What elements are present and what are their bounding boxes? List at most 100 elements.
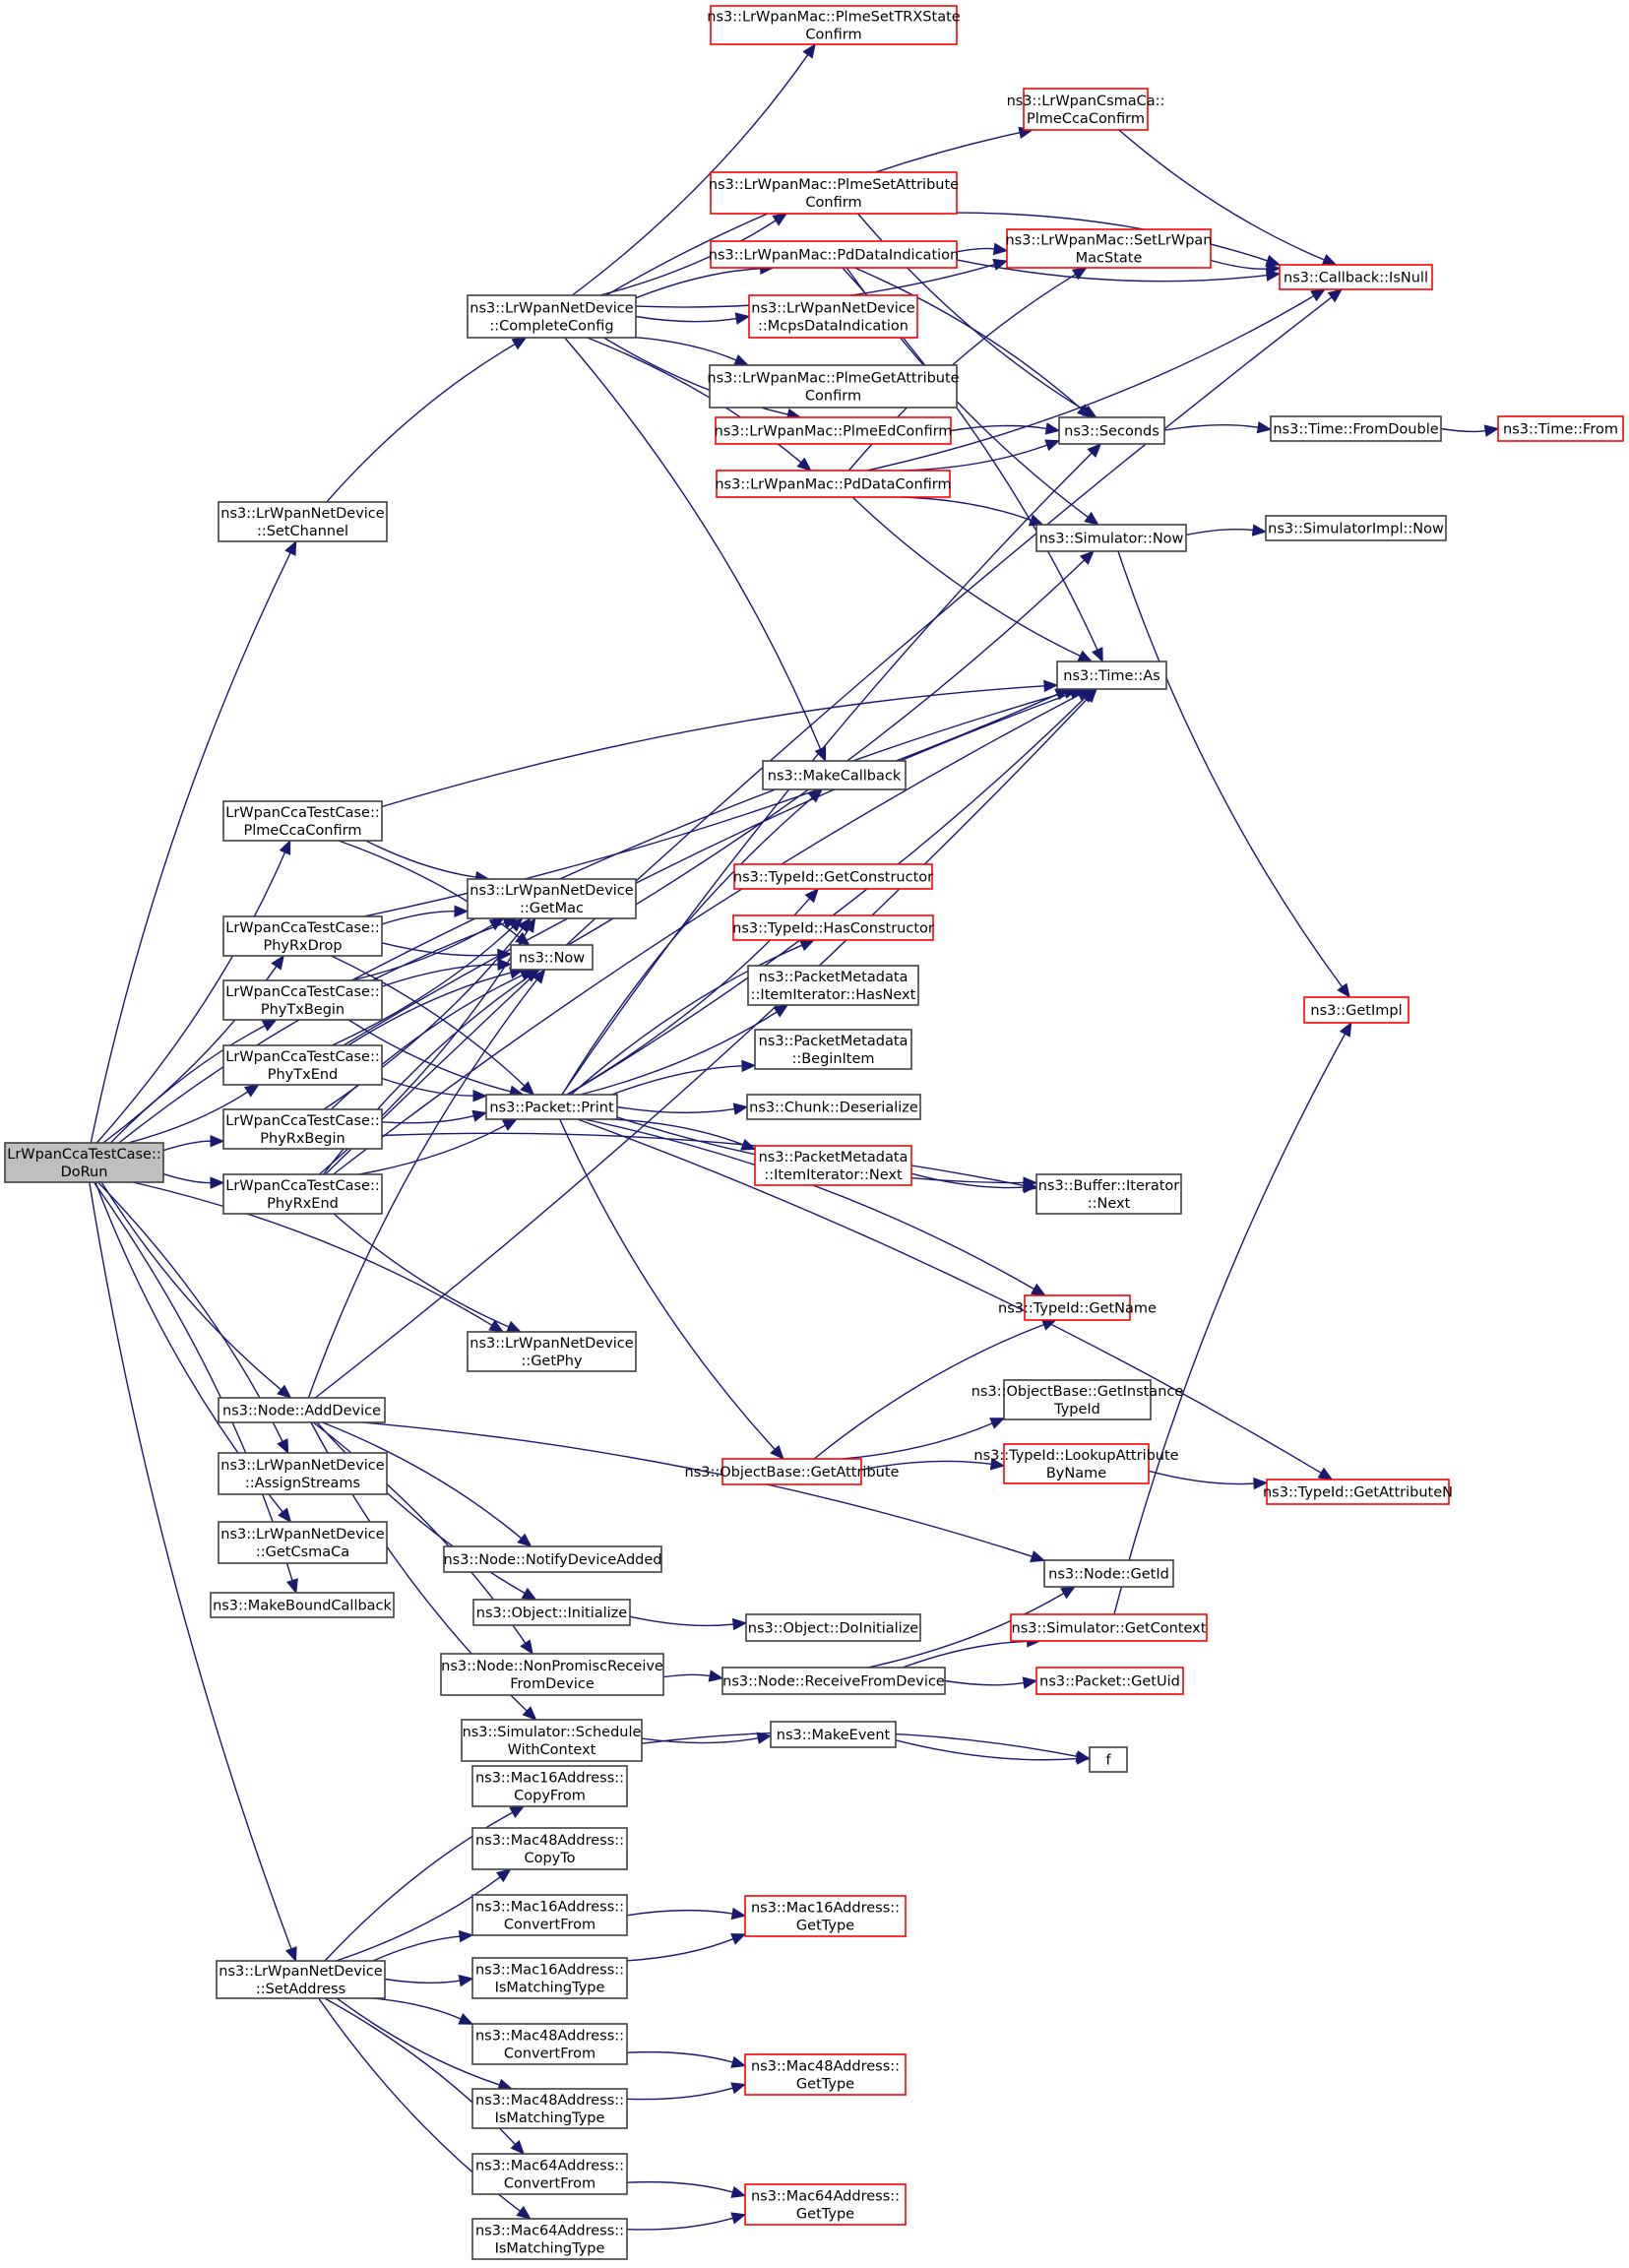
node-box[interactable]	[710, 171, 958, 215]
node-getimpl[interactable]: ns3::GetImpl	[1303, 996, 1410, 1024]
node-getattributen[interactable]: ns3::TypeId::GetAttributeN	[1263, 1479, 1453, 1505]
node-box[interactable]	[467, 878, 637, 919]
node-box[interactable]	[218, 1397, 386, 1423]
node-box[interactable]	[1035, 1173, 1182, 1215]
node-notifydevice[interactable]: ns3::Node::NotifyDeviceAdded	[443, 1545, 662, 1573]
node-box[interactable]	[710, 5, 958, 45]
node-box[interactable]	[1003, 1443, 1150, 1484]
node-box[interactable]	[4, 1142, 164, 1183]
node-box[interactable]	[471, 1894, 628, 1936]
node-box[interactable]	[472, 1599, 631, 1626]
node-completeconfig[interactable]: ns3::LrWpanNetDevice::CompleteConfig	[467, 294, 637, 339]
node-assignstreams[interactable]: ns3::LrWpanNetDevice::AssignStreams	[218, 1452, 388, 1495]
node-box[interactable]	[770, 1721, 897, 1748]
node-box[interactable]	[471, 2088, 628, 2129]
node-box[interactable]	[747, 965, 919, 1006]
node-box[interactable]	[1265, 515, 1447, 541]
node-beginitem[interactable]: ns3::PacketMetadata::BeginItem	[754, 1029, 912, 1070]
node-box[interactable]	[1035, 524, 1187, 552]
node-box[interactable]	[443, 1545, 662, 1573]
node-doinit[interactable]: ns3::Object::DoInitialize	[745, 1613, 921, 1642]
node-box[interactable]	[1266, 1479, 1450, 1505]
node-hasnext[interactable]: ns3::PacketMetadata::ItemIterator::HasNe…	[747, 965, 919, 1006]
node-getname[interactable]: ns3::TypeId::GetName	[998, 1294, 1157, 1321]
node-box[interactable]	[467, 1331, 637, 1372]
node-m48match[interactable]: ns3::Mac48Address::IsMatchingType	[471, 2088, 628, 2129]
node-box[interactable]	[745, 1613, 921, 1642]
node-box[interactable]	[471, 1827, 628, 1870]
node-tc_phytxbegin[interactable]: LrWpanCcaTestCase::PhyTxBegin	[222, 979, 383, 1021]
node-box[interactable]	[746, 1094, 921, 1120]
node-box[interactable]	[218, 1452, 388, 1495]
node-box[interactable]	[715, 416, 952, 445]
node-box[interactable]	[222, 1173, 383, 1215]
node-tc_plmecca[interactable]: LrWpanCcaTestCase::PlmeCcaConfirm	[222, 800, 383, 842]
node-tc_phyrxend[interactable]: LrWpanCcaTestCase::PhyRxEnd	[222, 1173, 383, 1215]
node-m16gettype[interactable]: ns3::Mac16Address::GetType	[744, 1895, 907, 1937]
node-getcontext[interactable]: ns3::Simulator::GetContext	[1010, 1613, 1208, 1642]
node-getattribute[interactable]: ns3::ObjectBase::GetAttribute	[685, 1458, 900, 1485]
node-box[interactable]	[471, 2218, 628, 2260]
node-box[interactable]	[1006, 228, 1212, 269]
node-box[interactable]	[1270, 415, 1442, 442]
node-box[interactable]	[1056, 661, 1167, 690]
node-box[interactable]	[440, 1653, 664, 1696]
node-pddataconfirm[interactable]: ns3::LrWpanMac::PdDataConfirm	[715, 470, 952, 498]
node-box[interactable]	[733, 863, 933, 890]
node-box[interactable]	[762, 760, 907, 790]
node-box[interactable]	[485, 1094, 618, 1120]
node-box[interactable]	[721, 1458, 862, 1485]
node-itemnext[interactable]: ns3::PacketMetadata::ItemIterator::Next	[754, 1145, 912, 1186]
node-box[interactable]	[710, 240, 958, 269]
node-box[interactable]	[222, 800, 383, 842]
node-dorun[interactable]: LrWpanCcaTestCase::DoRun	[4, 1142, 164, 1183]
node-isnull[interactable]: ns3::Callback::IsNull	[1279, 264, 1433, 290]
node-m16match[interactable]: ns3::Mac16Address::IsMatchingType	[471, 1957, 628, 1999]
node-box[interactable]	[1279, 264, 1433, 290]
node-m48convert[interactable]: ns3::Mac48Address::ConvertFrom	[471, 2023, 628, 2065]
node-box[interactable]	[1003, 1379, 1152, 1420]
node-timefrom[interactable]: ns3::Time::From	[1497, 415, 1624, 442]
node-tc_phyrxbegin[interactable]: LrWpanCcaTestCase::PhyRxBegin	[222, 1108, 383, 1150]
node-box[interactable]	[471, 2153, 628, 2195]
node-makecallback[interactable]: ns3::MakeCallback	[762, 760, 907, 790]
node-box[interactable]	[732, 914, 934, 941]
node-box[interactable]	[744, 2053, 907, 2096]
node-timeas[interactable]: ns3::Time::As	[1056, 661, 1167, 690]
node-getmac[interactable]: ns3::LrWpanNetDevice::GetMac	[467, 878, 637, 919]
node-box[interactable]	[471, 1957, 628, 1999]
node-m64gettype[interactable]: ns3::Mac64Address::GetType	[744, 2183, 907, 2226]
node-box[interactable]	[748, 294, 918, 339]
node-box[interactable]	[1035, 1667, 1184, 1695]
node-recvfromdev[interactable]: ns3::Node::ReceiveFromDevice	[721, 1667, 946, 1695]
node-box[interactable]	[1010, 1613, 1208, 1642]
node-box[interactable]	[461, 1719, 643, 1762]
node-f[interactable]: f	[1089, 1746, 1128, 1773]
node-box[interactable]	[754, 1029, 912, 1070]
node-box[interactable]	[218, 501, 388, 542]
node-box[interactable]	[1023, 88, 1149, 131]
node-csmaccaconfirm[interactable]: ns3::LrWpanCsmaCa::PlmeCcaConfirm	[1007, 88, 1165, 131]
node-mcpsdataind[interactable]: ns3::LrWpanNetDevice::McpsDataIndication	[748, 294, 918, 339]
node-box[interactable]	[1497, 415, 1624, 442]
node-m48copyto[interactable]: ns3::Mac48Address::CopyTo	[471, 1827, 628, 1870]
node-box[interactable]	[218, 1521, 388, 1564]
node-getphy[interactable]: ns3::LrWpanNetDevice::GetPhy	[467, 1331, 637, 1372]
node-box[interactable]	[744, 1895, 907, 1937]
node-deserialize[interactable]: ns3::Chunk::Deserialize	[746, 1094, 921, 1120]
node-makeboundcb[interactable]: ns3::MakeBoundCallback	[210, 1592, 395, 1618]
node-tc_phytxend[interactable]: LrWpanCcaTestCase::PhyTxEnd	[222, 1044, 383, 1086]
node-box[interactable]	[471, 2023, 628, 2065]
node-tc_phyrxdrop[interactable]: LrWpanCcaTestCase::PhyRxDrop	[222, 915, 383, 957]
node-box[interactable]	[210, 1592, 395, 1618]
node-getcsmaca[interactable]: ns3::LrWpanNetDevice::GetCsmaCa	[218, 1521, 388, 1564]
node-box[interactable]	[721, 1667, 946, 1695]
node-getconstructor[interactable]: ns3::TypeId::GetConstructor	[733, 863, 933, 890]
